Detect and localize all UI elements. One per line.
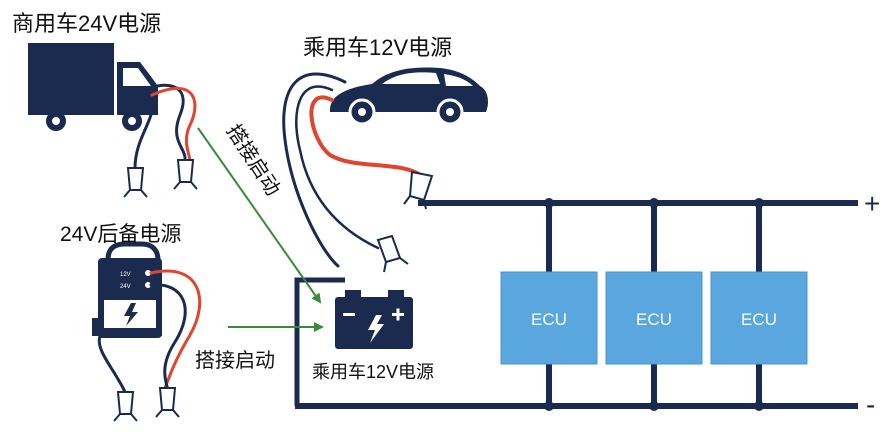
jump-arrow-truck: [197, 127, 322, 304]
truck-power-title: 商用车24V电源: [12, 11, 162, 36]
ecu-2-label: ECU: [636, 310, 672, 329]
truck-clamps: [123, 159, 198, 198]
ecu-3-label: ECU: [741, 310, 777, 329]
car-black-cable: [282, 72, 347, 268]
ground-return-wire: [294, 277, 345, 406]
backup-power-title: 24V后备电源: [60, 223, 182, 246]
bus-junctions: [544, 198, 764, 411]
ecu-2: ECU: [605, 271, 703, 365]
backup-clamps: [113, 387, 180, 422]
negative-terminal-sign: -: [866, 389, 876, 420]
jump-start-label-diagonal: 搭接启动: [222, 120, 285, 200]
ecu-3: ECU: [710, 271, 808, 365]
jump-start-label-horizontal: 搭接启动: [195, 350, 275, 372]
car-power-title: 乘用车12V电源: [303, 35, 453, 60]
battery-icon: [335, 290, 413, 349]
car-clamps: [376, 170, 434, 273]
ecu-1: ECU: [500, 271, 598, 365]
pack-12v-label: 12V: [120, 272, 131, 278]
ecu-1-label: ECU: [531, 310, 567, 329]
pack-24v-label: 24V: [120, 284, 131, 290]
ecu-drop-lines: [546, 203, 762, 406]
backup-pack-icon: 12V 24V: [92, 241, 162, 338]
car-icon: [330, 67, 488, 126]
backup-jumper-cables: [97, 269, 202, 394]
battery-caption: 乘用车12V电源: [312, 362, 435, 382]
truck-jumper-cables: [133, 83, 197, 170]
car-to-battery-cable: [295, 85, 380, 250]
car-red-cable: [309, 95, 424, 178]
positive-terminal-sign: +: [864, 188, 881, 219]
truck-icon: [28, 43, 158, 131]
